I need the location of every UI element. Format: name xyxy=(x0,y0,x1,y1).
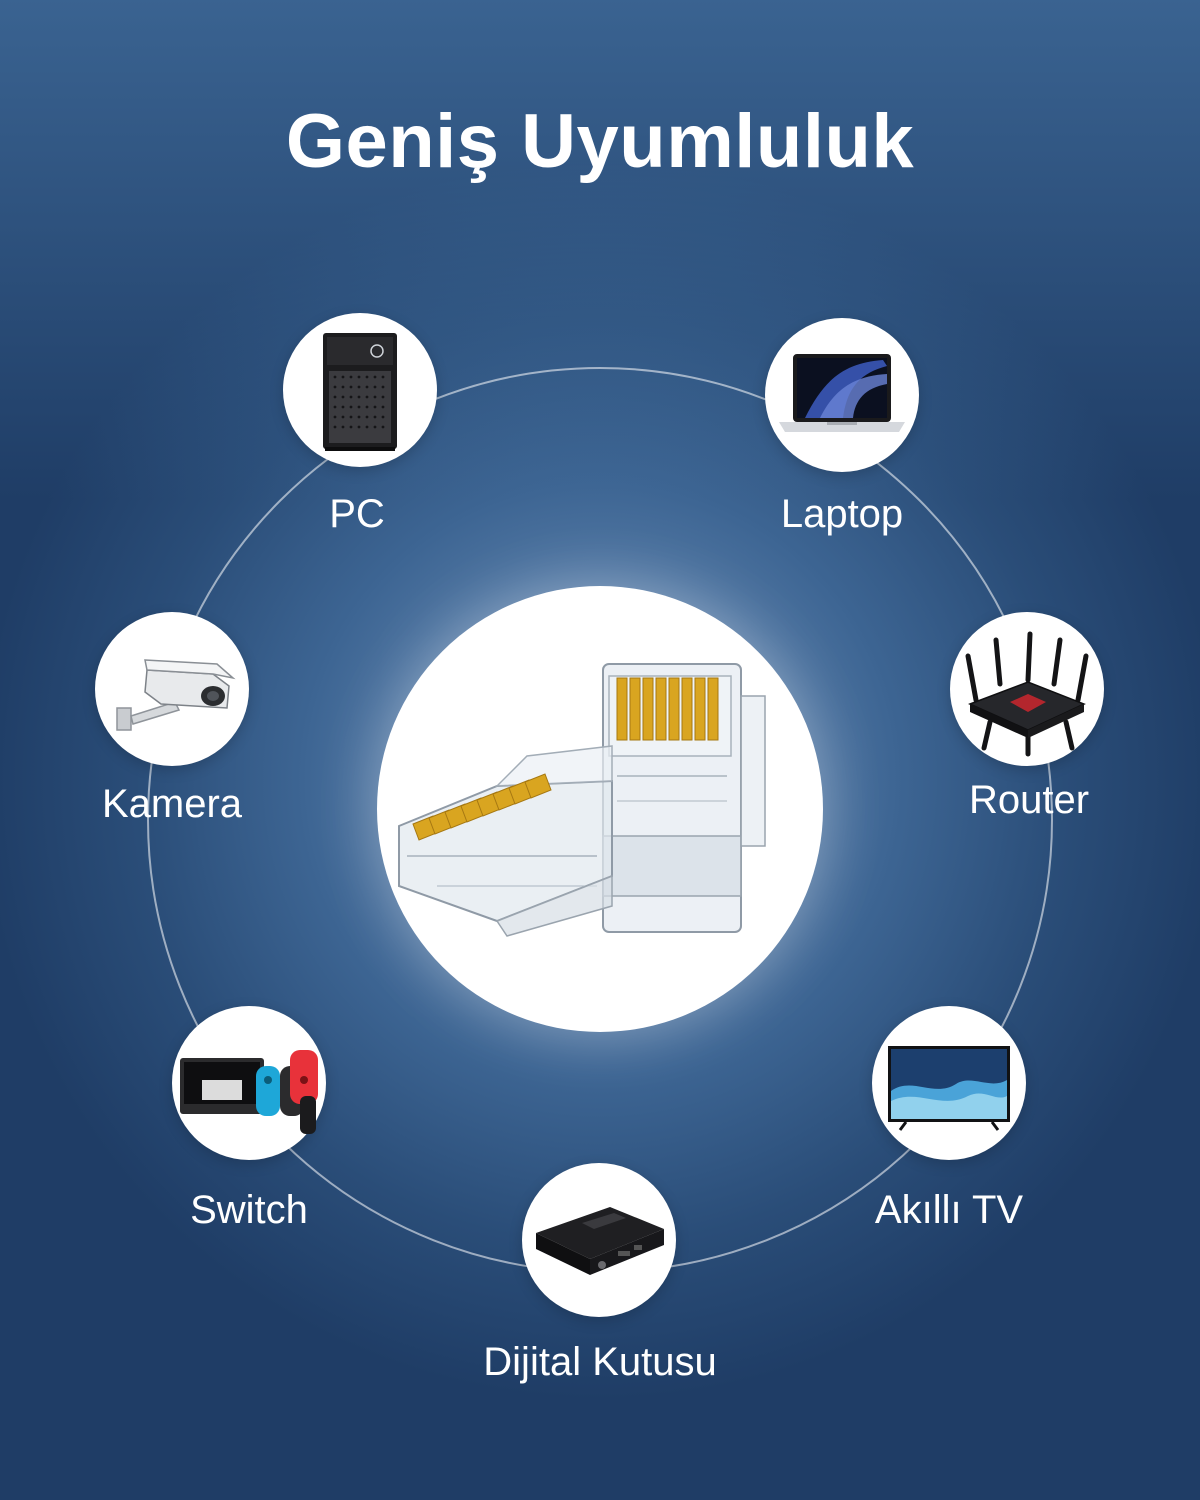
rj45-connector-icon xyxy=(398,663,766,937)
desktop-tower-icon xyxy=(323,333,397,451)
device-circle-switch xyxy=(172,1006,326,1160)
device-circle-router xyxy=(950,612,1104,766)
security-camera-icon xyxy=(116,659,236,731)
laptop-icon xyxy=(779,354,905,432)
device-circle-tv-box xyxy=(522,1163,676,1317)
device-circle-pc xyxy=(283,313,437,467)
device-label-switch: Switch xyxy=(190,1188,308,1232)
device-circle-kamera xyxy=(95,612,249,766)
device-label-laptop: Laptop xyxy=(780,492,904,536)
wifi-router-icon xyxy=(965,631,1089,757)
background-glow xyxy=(0,0,1200,500)
device-label-smart-tv: Akıllı TV xyxy=(874,1188,1024,1232)
device-circle-smart-tv xyxy=(872,1006,1026,1160)
device-label-router: Router xyxy=(968,778,1090,822)
page-title: Geniş Uyumluluk xyxy=(285,99,915,184)
device-label-tv-box: Dijital Kutusu xyxy=(483,1340,717,1384)
game-console-icon xyxy=(180,1050,318,1134)
center-product-disc xyxy=(377,586,823,1032)
device-label-kamera: Kamera xyxy=(101,782,243,826)
smart-tv-icon xyxy=(888,1046,1010,1131)
tv-box-icon xyxy=(536,1207,664,1275)
device-label-pc: PC xyxy=(329,492,385,536)
device-circle-laptop xyxy=(765,318,919,472)
